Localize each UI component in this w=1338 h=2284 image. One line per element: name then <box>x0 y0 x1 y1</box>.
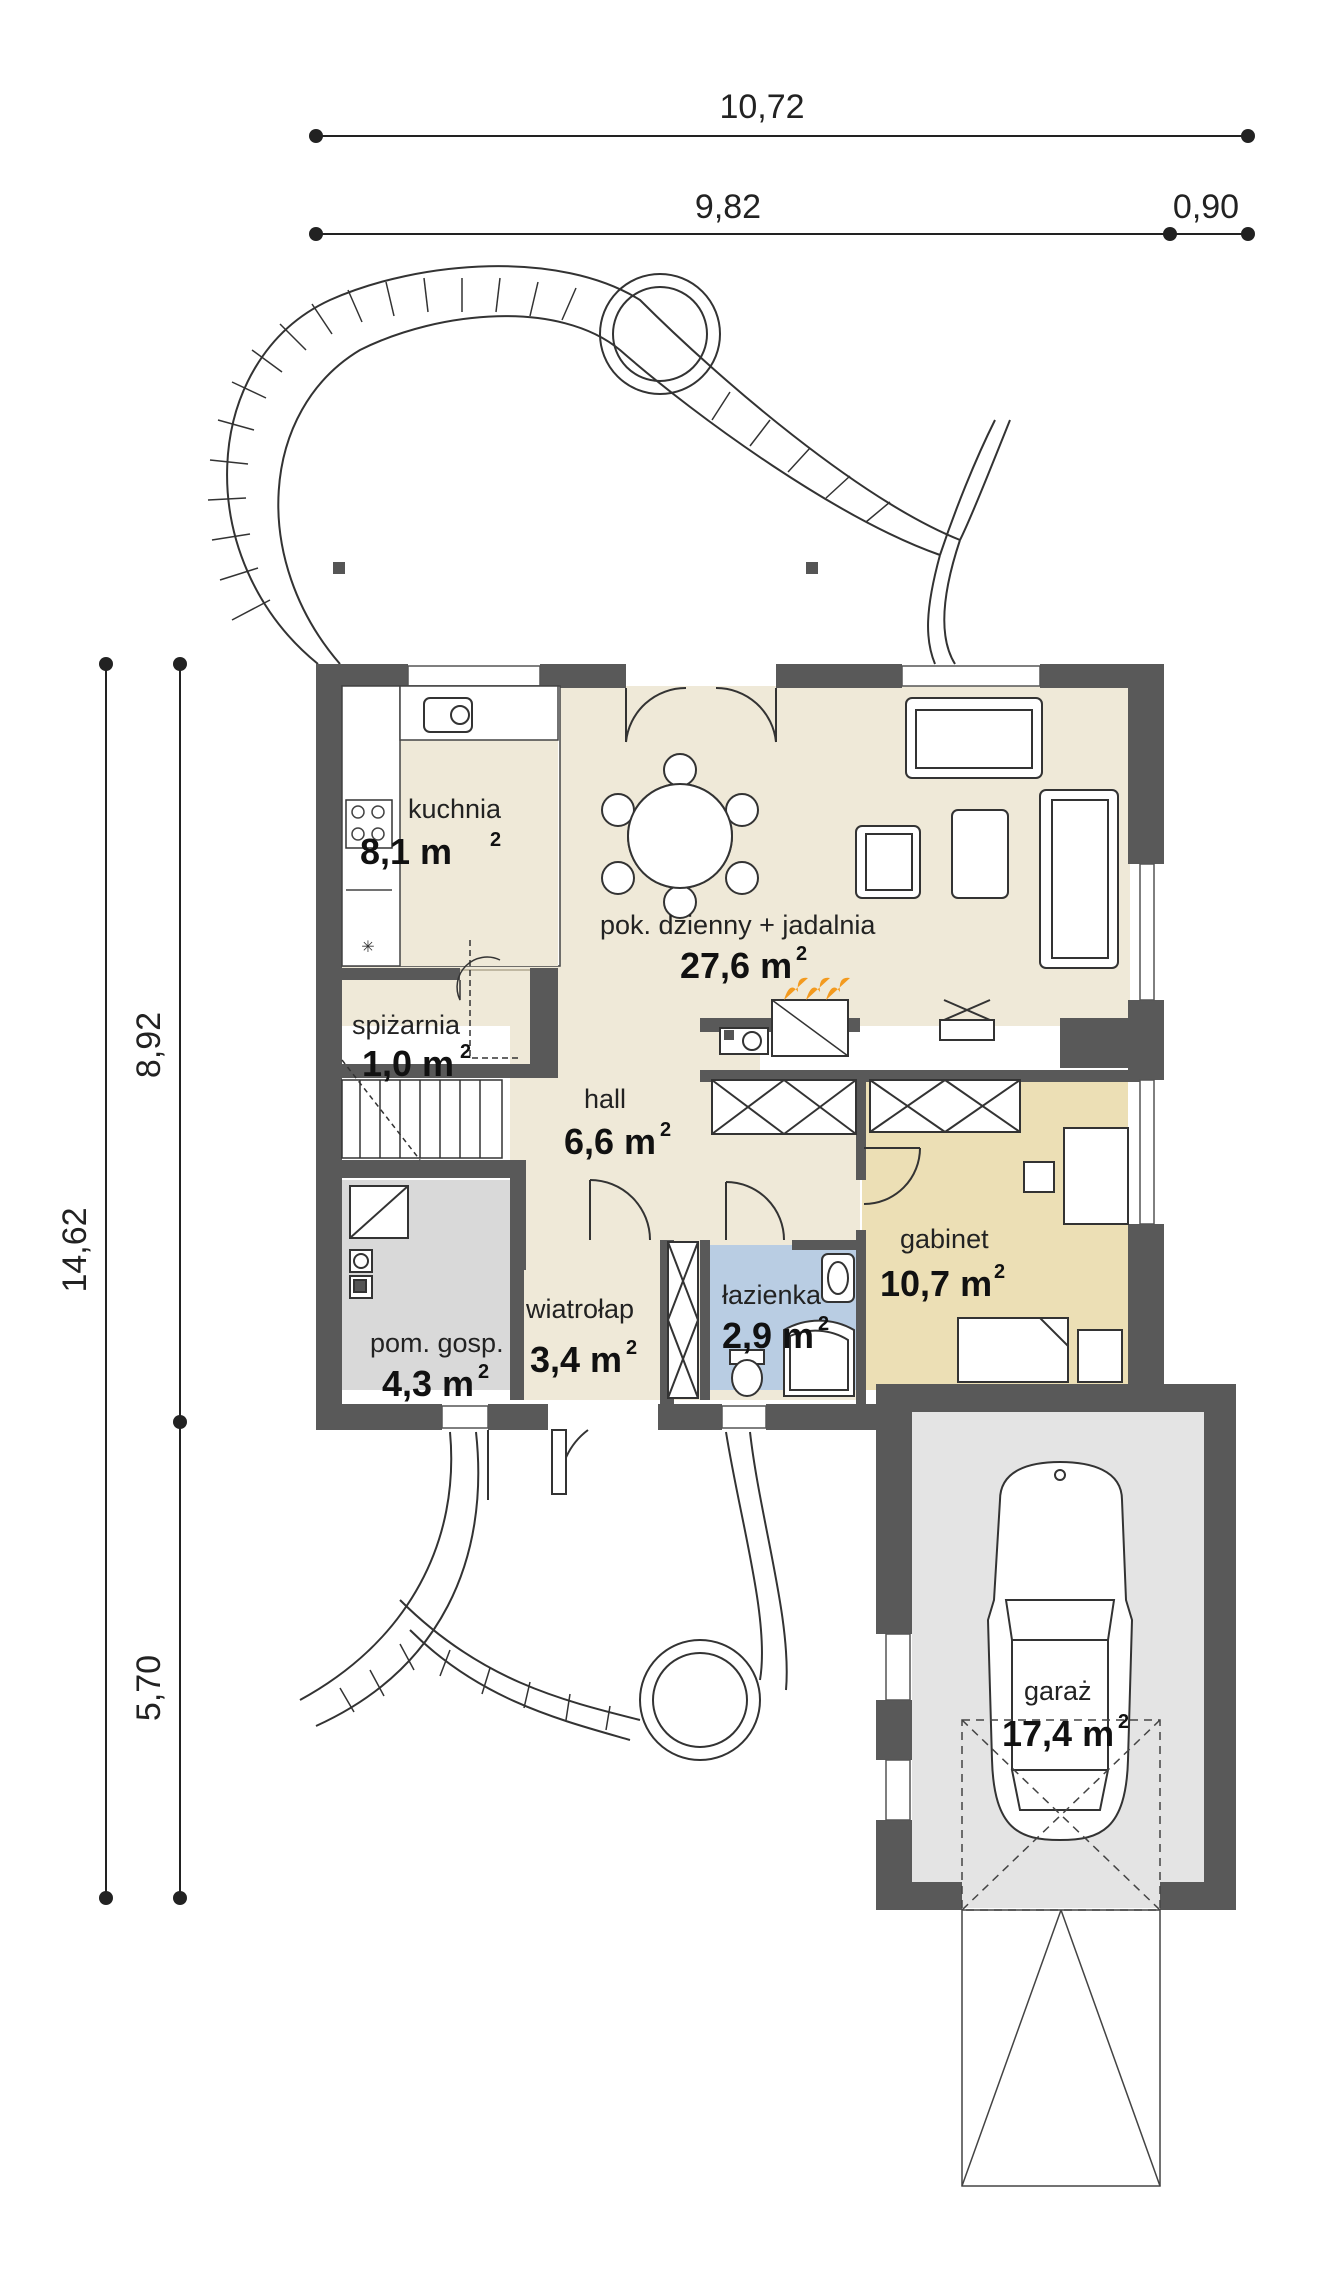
room-area-office: 10,7 m <box>880 1263 992 1304</box>
interior-doors <box>487 1147 921 1500</box>
office-furniture <box>957 1127 1129 1383</box>
top-terrace <box>207 265 1011 665</box>
room-name-hall: hall <box>584 1084 626 1114</box>
room-label-hall: hall 6,6 m 2 <box>564 1084 671 1162</box>
svg-text:✳: ✳ <box>361 937 374 956</box>
room-area-hall: 6,6 m <box>564 1121 656 1162</box>
room-name-garage: garaż <box>1024 1676 1092 1706</box>
room-label-utility: pom. gosp. 4,3 m 2 <box>370 1328 504 1404</box>
dimension-left-total: 14,62 <box>56 1207 94 1292</box>
bathroom-fixtures <box>729 1253 855 1397</box>
dimension-top-side: 0,90 <box>1173 188 1239 226</box>
dimension-top: 10,72 9,82 0,90 <box>309 88 1255 241</box>
dimension-left-lower: 5,70 <box>130 1655 168 1721</box>
room-name-pantry: spiżarnia <box>352 1010 461 1040</box>
room-area-pantry: 1,0 m <box>362 1043 454 1084</box>
room-label-pantry: spiżarnia 1,0 m 2 <box>352 1010 471 1084</box>
room-name-vestibule: wiatrołap <box>525 1294 634 1324</box>
wardrobes <box>667 1079 1021 1399</box>
garage-door-outline <box>961 1719 1161 2187</box>
fireplace <box>719 977 850 1057</box>
kitchen-fixtures: ✳ <box>341 685 561 967</box>
room-name-office: gabinet <box>900 1224 989 1254</box>
utility-fixtures <box>349 1185 409 1299</box>
dimension-top-total: 10,72 <box>719 88 804 126</box>
room-label-kitchen: kuchnia 8,1 m 2 <box>360 794 502 872</box>
room-area-sup-living: 2 <box>796 943 807 965</box>
room-label-bathroom: łazienka 2,9 m 2 <box>722 1280 829 1356</box>
room-label-vestibule: wiatrołap 3,4 m 2 <box>525 1294 637 1380</box>
room-name-living: pok. dzienny + jadalnia <box>600 910 876 940</box>
room-area-sup-office: 2 <box>994 1261 1005 1283</box>
dimension-top-main: 9,82 <box>695 188 761 226</box>
room-area-bathroom: 2,9 m <box>722 1315 814 1356</box>
room-label-garage: garaż 17,4 m 2 <box>1002 1676 1129 1754</box>
room-name-kitchen: kuchnia <box>408 794 502 824</box>
dimension-left: 14,62 8,92 5,70 <box>56 657 187 1905</box>
room-area-sup-bathroom: 2 <box>818 1313 829 1335</box>
room-area-kitchen: 8,1 m <box>360 831 452 872</box>
car-icon <box>986 1460 1134 1842</box>
room-area-utility: 4,3 m <box>382 1363 474 1404</box>
windows <box>407 665 1155 1821</box>
room-area-sup-utility: 2 <box>478 1361 489 1383</box>
room-area-sup-vestibule: 2 <box>626 1337 637 1359</box>
room-area-sup-garage: 2 <box>1118 1711 1129 1733</box>
room-area-living: 27,6 m <box>680 945 792 986</box>
room-label-office: gabinet 10,7 m 2 <box>880 1224 1005 1304</box>
room-area-sup-kitchen: 2 <box>490 829 501 851</box>
dimension-left-upper: 8,92 <box>130 1012 168 1078</box>
patio-door <box>625 686 777 743</box>
sofa-set <box>855 697 1119 1041</box>
dining-table <box>601 753 759 919</box>
room-area-garage: 17,4 m <box>1002 1713 1114 1754</box>
stairs <box>341 940 520 1161</box>
room-area-vestibule: 3,4 m <box>530 1339 622 1380</box>
room-area-sup-hall: 2 <box>660 1119 671 1141</box>
bottom-terrace <box>299 1431 788 1761</box>
room-name-bathroom: łazienka <box>722 1280 822 1310</box>
room-label-living: pok. dzienny + jadalnia 27,6 m 2 <box>600 910 876 986</box>
room-area-sup-pantry: 2 <box>460 1041 471 1063</box>
room-name-utility: pom. gosp. <box>370 1328 504 1358</box>
